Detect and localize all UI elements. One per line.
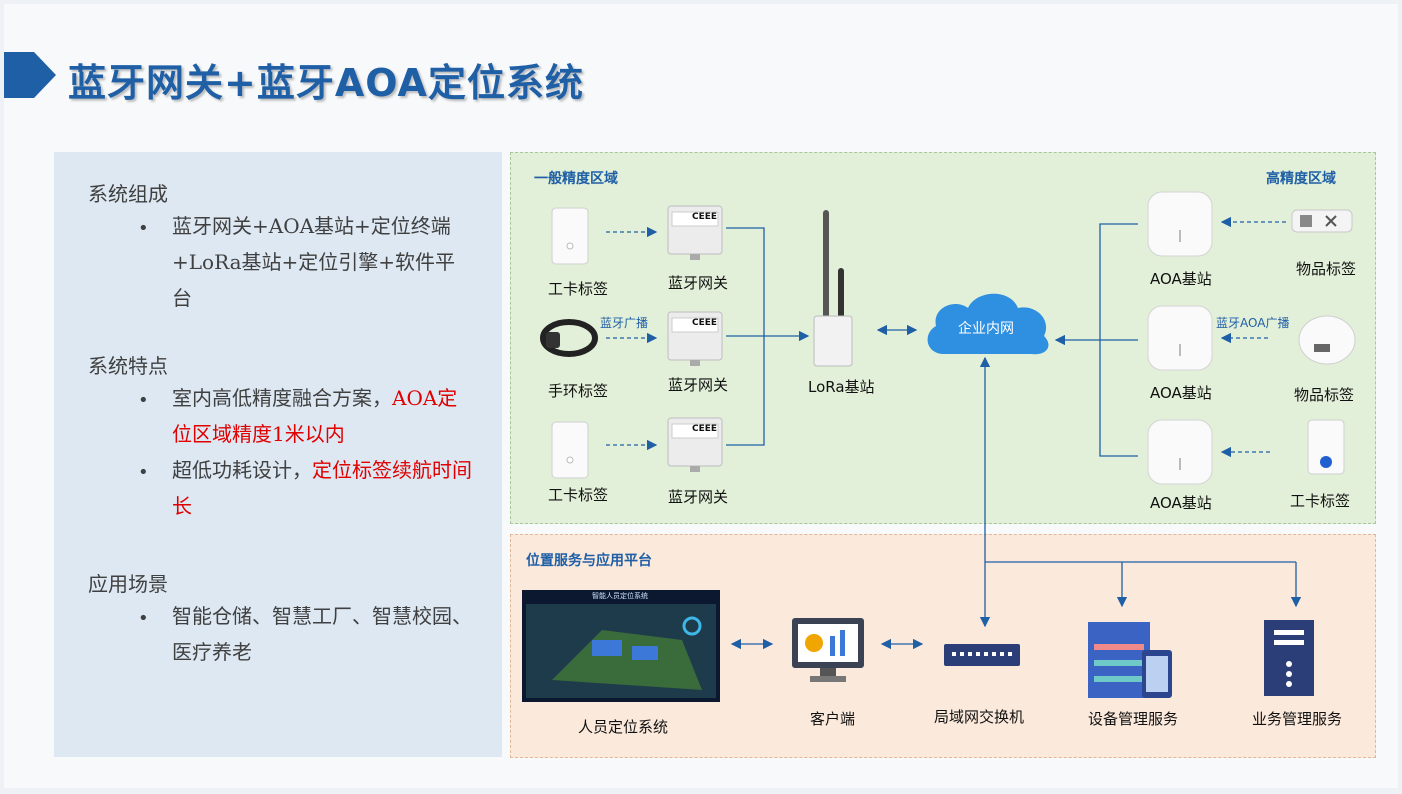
platform-item-label: 局域网交换机 — [934, 708, 1025, 726]
gateway-device-text: CEEE — [692, 212, 718, 222]
system-info-panel: 系统组成 • 蓝牙网关+AOA基站+定位终端+LoRa基站+定位引擎+软件平台 … — [54, 152, 502, 757]
aoa-label: AOA基站 — [1150, 494, 1212, 512]
client-monitor-icon — [792, 618, 864, 682]
bullet: • — [138, 218, 149, 239]
cloud-icon — [927, 293, 1049, 355]
round-tag-icon — [1298, 315, 1356, 365]
zone-label-high: 高精度区域 — [1266, 171, 1336, 187]
item-tag-icon — [1291, 209, 1353, 233]
tag-label: 工卡标签 — [548, 280, 609, 298]
card-tag-icon — [1307, 419, 1345, 475]
bullet: • — [138, 390, 149, 411]
aoa-station-icon — [1147, 305, 1213, 371]
server-icon — [1088, 622, 1172, 698]
gateway-label: 蓝牙网关 — [668, 274, 729, 292]
tag-label: 工卡标签 — [1290, 492, 1351, 510]
platform-item-label: 业务管理服务 — [1252, 710, 1343, 728]
aoa-label: AOA基站 — [1150, 384, 1212, 402]
cloud-label: 企业内网 — [958, 321, 1014, 337]
feature-highlight: 定位标签续航时间长 — [172, 458, 472, 518]
screen-icon — [522, 590, 720, 702]
bullet: • — [138, 462, 149, 483]
feature-text: 超低功耗设计， — [172, 458, 312, 482]
aoa-station-icon — [1147, 419, 1213, 485]
wristband-icon — [540, 319, 598, 357]
aoa-broadcast-label: 蓝牙AOA广播 — [1216, 316, 1290, 330]
gateway-icon — [667, 205, 723, 260]
tag-label: 手环标签 — [548, 382, 609, 400]
feature-item-accuracy: 室内高低精度融合方案，AOA定位区域精度1米以内 — [172, 380, 472, 452]
platform-item-label: 客户端 — [810, 710, 856, 728]
composition-item: 蓝牙网关+AOA基站+定位终端+LoRa基站+定位引擎+软件平台 — [172, 214, 456, 310]
scenarios-item: 智能仓储、智慧工厂、智慧校园、医疗养老 — [172, 604, 472, 664]
gateway-label: 蓝牙网关 — [668, 376, 729, 394]
business-server-icon — [1264, 620, 1314, 696]
lora-label: LoRa基站 — [808, 378, 875, 396]
card-tag-icon — [551, 207, 589, 265]
page-title: 蓝牙网关+蓝牙AOA定位系统 — [68, 61, 584, 105]
platform-item-label: 设备管理服务 — [1088, 710, 1179, 728]
zone-label-platform: 位置服务与应用平台 — [526, 553, 652, 569]
zone-label-standard: 一般精度区域 — [534, 171, 618, 187]
switch-icon — [944, 644, 1020, 666]
gateway-icon — [667, 417, 723, 472]
tag-label: 物品标签 — [1294, 386, 1355, 404]
bluetooth-broadcast-label: 蓝牙广播 — [600, 316, 649, 330]
tag-label: 物品标签 — [1296, 260, 1357, 278]
aoa-label: AOA基站 — [1150, 270, 1212, 288]
features-heading: 系统特点 — [88, 354, 168, 378]
screen-title: 智能人员定位系统 — [592, 592, 648, 600]
scenarios-heading: 应用场景 — [88, 572, 168, 596]
bullet: • — [138, 608, 149, 629]
title-chevron-icon — [4, 52, 56, 98]
platform-item-label: 人员定位系统 — [578, 718, 669, 736]
feature-item-power: 超低功耗设计，定位标签续航时间长 — [172, 452, 472, 524]
tag-label: 工卡标签 — [548, 486, 609, 504]
gateway-icon — [667, 311, 723, 366]
aoa-station-icon — [1147, 191, 1213, 257]
feature-highlight: AOA定位区域精度1米以内 — [172, 386, 458, 446]
lora-station-icon — [813, 210, 853, 367]
gateway-device-text: CEEE — [692, 318, 718, 328]
gateway-device-text: CEEE — [692, 424, 718, 434]
feature-text: 室内高低精度融合方案， — [172, 386, 392, 410]
composition-heading: 系统组成 — [88, 182, 168, 206]
card-tag-icon — [551, 421, 589, 479]
gateway-label: 蓝牙网关 — [668, 488, 729, 506]
